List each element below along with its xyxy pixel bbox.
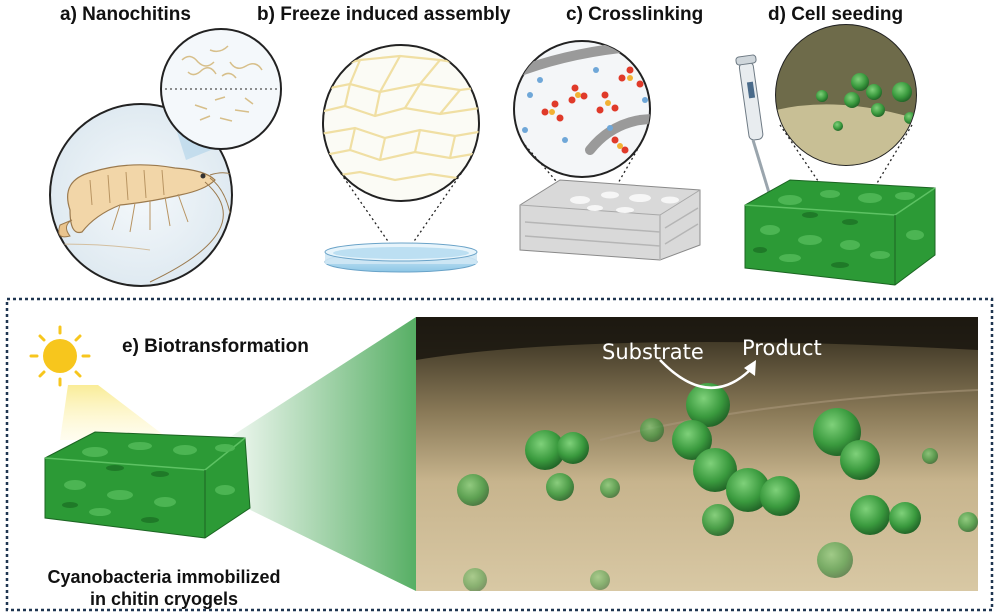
panel-c-illustration — [513, 40, 701, 261]
panel-b-label: b) Freeze induced assembly — [257, 4, 511, 25]
panel-e-border — [5, 297, 994, 612]
caption-line1: Cyanobacteria immobilized — [47, 567, 281, 587]
product-label: Product — [742, 336, 822, 360]
panel-a-label: a) Nanochitins — [60, 4, 191, 25]
panel-e-illustration — [29, 317, 416, 591]
panel-c-label: c) Crosslinking — [566, 4, 704, 25]
scaffold-green — [744, 179, 936, 286]
caption-line2: in chitin cryogels — [89, 589, 239, 609]
substrate-label: Substrate — [602, 340, 704, 364]
panel-b-illustration — [322, 44, 480, 273]
sun-icon — [29, 325, 91, 387]
panel-d-illustration — [735, 24, 936, 286]
micrograph — [416, 317, 978, 591]
panel-e-caption: Cyanobacteria immobilized in chitin cryo… — [14, 566, 314, 610]
pipette-icon — [735, 54, 772, 197]
panel-a-illustration — [49, 28, 282, 287]
reaction-arrow — [659, 359, 751, 390]
panel-e-label: e) Biotransformation — [122, 336, 309, 357]
shrimp-icon — [67, 164, 216, 234]
scaffold-white — [519, 179, 701, 261]
panel-d-label: d) Cell seeding — [768, 4, 904, 25]
cyanobacteria-cells — [457, 383, 978, 591]
